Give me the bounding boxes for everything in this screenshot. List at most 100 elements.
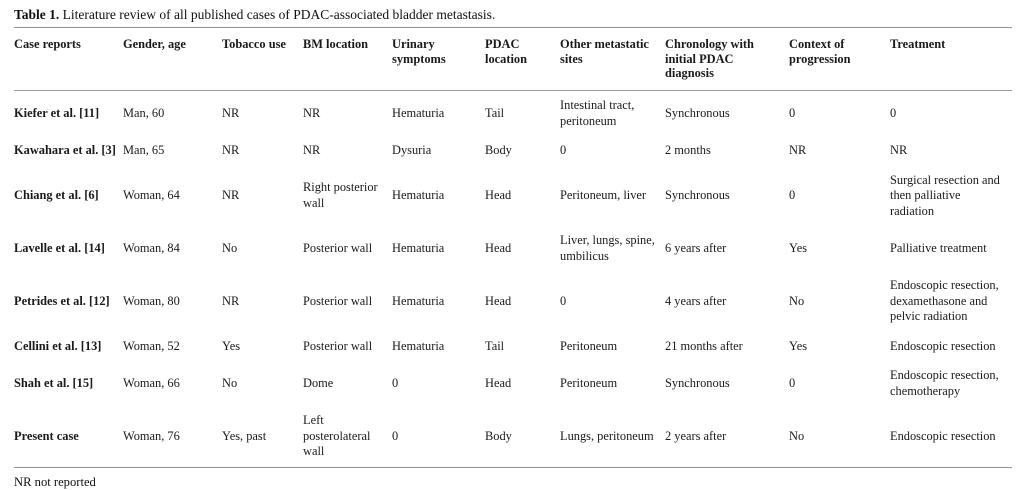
cell-case-report: Kawahara et al. [3]	[14, 143, 116, 158]
cell-chronology: 4 years after	[665, 293, 727, 308]
cell-chronology: 6 years after	[665, 240, 727, 255]
cell-other-sites: Peritoneum	[560, 375, 618, 390]
cell-context: Yes	[789, 240, 808, 255]
cell-urinary-symptoms: Hematuria	[392, 105, 445, 120]
cell-chronology: Synchronous	[665, 375, 730, 390]
table-row: Lavelle et al. [14] Woman, 84 No Posteri…	[14, 226, 1012, 271]
cell-urinary-symptoms: Hematuria	[392, 338, 445, 353]
cell-gender-age: Man, 65	[123, 143, 165, 158]
cell-gender-age: Woman, 66	[123, 375, 180, 390]
cell-other-sites: Peritoneum, liver	[560, 188, 647, 203]
cell-urinary-symptoms: Hematuria	[392, 293, 445, 308]
cell-case-report: Kiefer et al. [11]	[14, 105, 100, 120]
table-bottom-rule	[14, 466, 1012, 468]
cell-case-report: Petrides et al. [12]	[14, 293, 110, 308]
cell-chronology: 2 months	[665, 143, 711, 158]
cell-case-report: Cellini et al. [13]	[14, 338, 102, 353]
cell-gender-age: Man, 60	[123, 105, 165, 120]
column-header-urinary-symptoms: Urinary symptoms	[392, 37, 446, 66]
cell-other-sites: 0	[560, 143, 567, 158]
literature-review-body: Kiefer et al. [11] Man, 60 NR NR Hematur…	[14, 91, 1012, 467]
cell-urinary-symptoms: Hematuria	[392, 188, 445, 203]
cell-gender-age: Woman, 52	[123, 338, 180, 353]
table-row: Shah et al. [15] Woman, 66 No Dome 0 Hea…	[14, 361, 1012, 406]
cell-gender-age: Woman, 76	[123, 428, 180, 443]
cell-treatment: Endoscopic resection, dexamethasone and …	[890, 278, 999, 324]
header-bottom-rule	[14, 90, 1012, 92]
cell-bm-location: Right posterior wall	[303, 180, 378, 210]
cell-treatment: Endoscopic resection	[890, 428, 996, 443]
cell-pdac-location: Tail	[485, 105, 505, 120]
cell-urinary-symptoms: Hematuria	[392, 240, 445, 255]
cell-tobacco: No	[222, 375, 238, 390]
cell-pdac-location: Body	[485, 143, 512, 158]
column-header-bm-location: BM location	[303, 37, 369, 52]
cell-gender-age: Woman, 64	[123, 188, 180, 203]
cell-bm-location: Dome	[303, 375, 334, 390]
cell-pdac-location: Head	[485, 188, 512, 203]
table-row: Kawahara et al. [3] Man, 65 NR NR Dysuri…	[14, 136, 1012, 166]
cell-pdac-location: Body	[485, 428, 512, 443]
cell-chronology: Synchronous	[665, 188, 730, 203]
cell-pdac-location: Tail	[485, 338, 505, 353]
column-header-chronology: Chronology with initial PDAC diagnosis	[665, 37, 754, 81]
cell-context: 0	[789, 188, 796, 203]
cell-pdac-location: Head	[485, 375, 512, 390]
cell-tobacco: NR	[222, 105, 240, 120]
table-row: Kiefer et al. [11] Man, 60 NR NR Hematur…	[14, 91, 1012, 136]
cell-treatment: Surgical resection and then palliative r…	[890, 172, 1000, 218]
cell-context: 0	[789, 375, 796, 390]
column-header-case-reports: Case reports	[14, 37, 81, 52]
cell-bm-location: NR	[303, 105, 321, 120]
cell-bm-location: Left posterolateral wall	[303, 413, 371, 459]
cell-context: No	[789, 428, 805, 443]
column-header-other-metastatic-sites: Other metastatic sites	[560, 37, 649, 66]
cell-tobacco: Yes, past	[222, 428, 267, 443]
cell-treatment: Palliative treatment	[890, 240, 987, 255]
cell-treatment: 0	[890, 105, 897, 120]
table-footnote: NR not reported	[14, 474, 96, 489]
cell-treatment: NR	[890, 143, 908, 158]
cell-chronology: Synchronous	[665, 105, 730, 120]
column-header-treatment: Treatment	[890, 37, 946, 52]
cell-bm-location: Posterior wall	[303, 338, 373, 353]
table-caption: Table 1. Literature review of all publis…	[14, 0, 1012, 27]
literature-review-table: Case reports Gender, age Tobacco use BM …	[14, 28, 1012, 90]
cell-chronology: 2 years after	[665, 428, 727, 443]
cell-context: NR	[789, 143, 807, 158]
cell-case-report: Chiang et al. [6]	[14, 188, 99, 203]
column-header-tobacco-use: Tobacco use	[222, 37, 286, 52]
cell-pdac-location: Head	[485, 293, 512, 308]
cell-gender-age: Woman, 80	[123, 293, 180, 308]
cell-pdac-location: Head	[485, 240, 512, 255]
cell-other-sites: 0	[560, 293, 567, 308]
cell-treatment: Endoscopic resection, chemotherapy	[890, 368, 999, 398]
column-header-pdac-location: PDAC location	[485, 37, 527, 66]
cell-other-sites: Peritoneum	[560, 338, 618, 353]
cell-gender-age: Woman, 84	[123, 240, 180, 255]
cell-tobacco: No	[222, 240, 238, 255]
cell-bm-location: NR	[303, 143, 321, 158]
cell-urinary-symptoms: 0	[392, 375, 399, 390]
cell-other-sites: Lungs, peritoneum	[560, 428, 654, 443]
cell-treatment: Endoscopic resection	[890, 338, 996, 353]
cell-urinary-symptoms: Dysuria	[392, 143, 432, 158]
caption-label: Table 1.	[14, 7, 60, 22]
cell-other-sites: Liver, lungs, spine, umbilicus	[560, 233, 655, 263]
cell-context: 0	[789, 105, 796, 120]
cell-bm-location: Posterior wall	[303, 240, 373, 255]
cell-tobacco: Yes	[222, 338, 241, 353]
cell-bm-location: Posterior wall	[303, 293, 373, 308]
cell-tobacco: NR	[222, 188, 240, 203]
table-row: Present case Woman, 76 Yes, past Left po…	[14, 406, 1012, 467]
table-row: Petrides et al. [12] Woman, 80 NR Poster…	[14, 271, 1012, 332]
cell-tobacco: NR	[222, 293, 240, 308]
table-top-rule	[14, 27, 1012, 29]
cell-context: No	[789, 293, 805, 308]
table-header: Case reports Gender, age Tobacco use BM …	[14, 28, 1012, 90]
cell-case-report: Present case	[14, 428, 79, 443]
cell-context: Yes	[789, 338, 808, 353]
header-row: Case reports Gender, age Tobacco use BM …	[14, 28, 1012, 90]
caption-text: Literature review of all published cases…	[59, 7, 496, 22]
